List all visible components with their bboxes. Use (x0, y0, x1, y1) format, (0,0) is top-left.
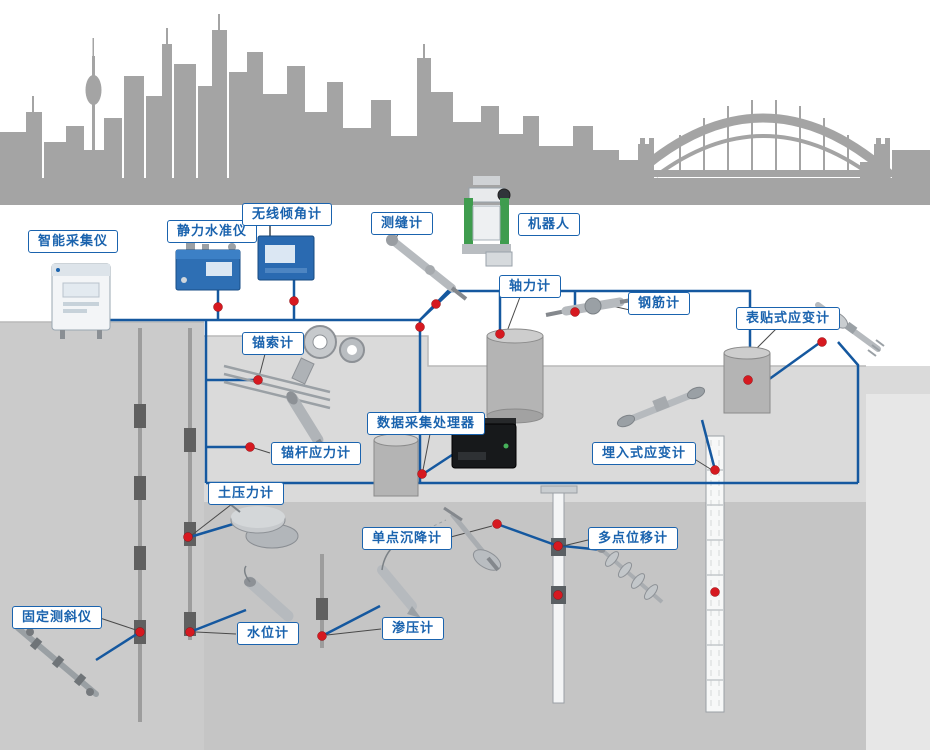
label-smart-acquisition: 智能采集仪 (28, 230, 119, 253)
device-single-point-settlement-meter (443, 506, 502, 572)
label-anchor-cable: 锚索计 (242, 332, 305, 355)
label-single-settlement: 单点沉降计 (362, 527, 453, 550)
device-water-level-meter (243, 565, 294, 622)
device-wireless-tiltmeter (257, 216, 315, 281)
device-earth-pressure-cell (229, 503, 299, 549)
label-static-level: 静力水准仪 (167, 220, 258, 243)
device-crack-meter (386, 234, 468, 301)
device-axial-force-meter (486, 328, 544, 424)
label-robot: 机器人 (518, 213, 581, 236)
label-surface-strain: 表贴式应变计 (736, 307, 841, 330)
label-wireless-tilt: 无线倾角计 (242, 203, 333, 226)
cable-node-dots (135, 296, 827, 641)
label-water-level: 水位计 (237, 622, 300, 645)
device-robotic-total-station (462, 176, 513, 267)
instrument-borehole (705, 435, 725, 713)
device-smart-logger (51, 263, 111, 339)
label-fixed-inclinometer: 固定测斜仪 (12, 606, 103, 629)
device-multi-point-extensometer (594, 543, 664, 604)
device-embedded-strain-gauge (616, 386, 706, 428)
device-fixed-inclinometer (15, 625, 99, 697)
bridge-silhouette (628, 100, 896, 180)
devices (15, 176, 885, 697)
label-crack-meter: 测缝计 (371, 212, 434, 235)
city-skyline-silhouette (0, 14, 930, 205)
label-embedded-strain: 埋入式应变计 (592, 442, 697, 465)
label-axial-force: 轴力计 (499, 275, 562, 298)
label-data-processor: 数据采集处理器 (367, 412, 486, 435)
device-rebar-meter (545, 297, 639, 317)
label-multi-displacement: 多点位移计 (588, 527, 679, 550)
device-static-level (175, 242, 241, 291)
label-anchor-rod-stress: 锚杆应力计 (271, 442, 362, 465)
label-piezometer: 渗压计 (382, 617, 445, 640)
device-load-cell (723, 346, 771, 414)
label-earth-pressure: 土压力计 (208, 482, 285, 505)
label-rebar-meter: 钢筋计 (628, 292, 691, 315)
device-anchor-cable-meter (223, 325, 365, 410)
